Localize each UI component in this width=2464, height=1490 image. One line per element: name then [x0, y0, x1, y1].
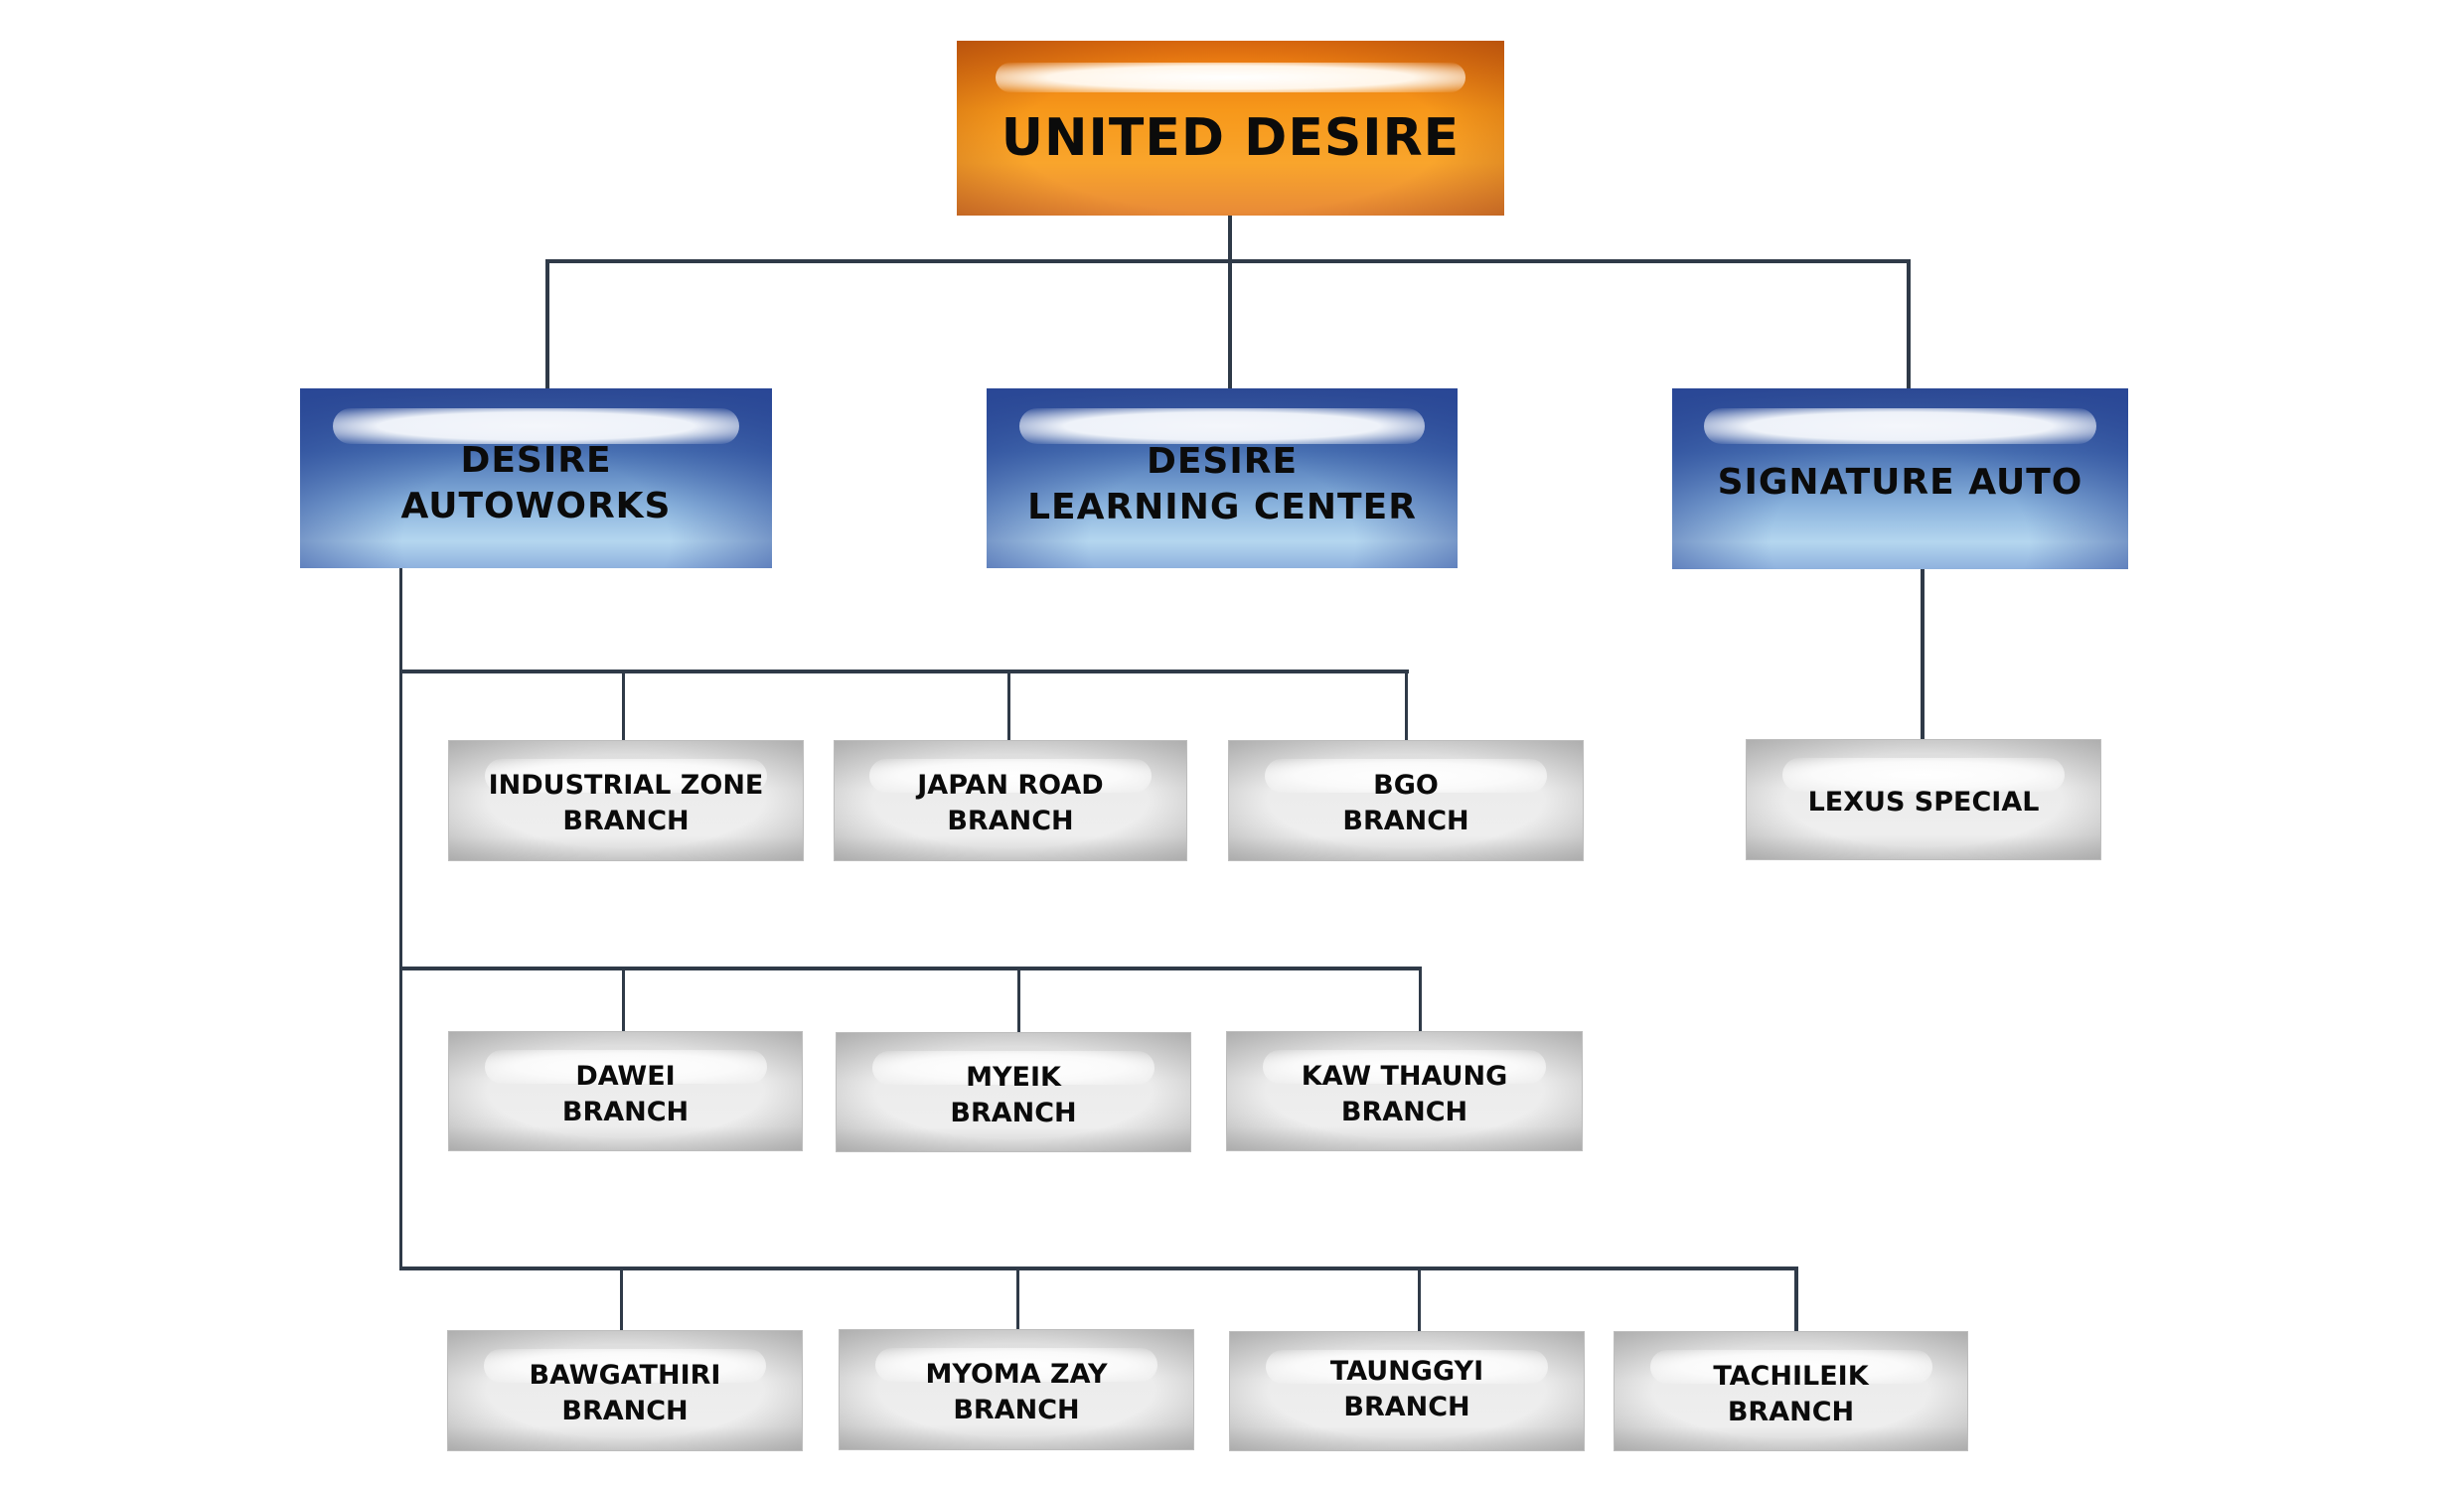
gloss-highlight — [1781, 758, 2066, 792]
node-label: JAPAN ROAD BRANCH — [917, 770, 1104, 836]
connector-row3-horizontal — [399, 1266, 1798, 1270]
connector-myoma-zay — [1016, 1266, 1019, 1329]
node-label: BGO BRANCH — [1342, 770, 1469, 836]
node-label: TAUNGGYI BRANCH — [1329, 1355, 1484, 1422]
gloss-highlight — [874, 1348, 1158, 1382]
connector-myeik — [1017, 967, 1020, 1032]
gloss-highlight — [995, 63, 1466, 92]
connector-autoworks-trunk — [399, 568, 402, 1270]
connector-lexus-special — [1921, 569, 1925, 739]
gloss-highlight — [1019, 408, 1425, 444]
connector-kaw-thaung — [1419, 967, 1422, 1031]
node-japan-road-branch[interactable]: JAPAN ROAD BRANCH — [834, 740, 1187, 861]
connector-japan-road — [1007, 670, 1010, 740]
node-label: BAWGATHIRI BRANCH — [529, 1360, 721, 1426]
node-label: DESIRE AUTOWORKS — [400, 439, 672, 526]
node-bawgathiri-branch[interactable]: BAWGATHIRI BRANCH — [447, 1330, 803, 1451]
node-label: SIGNATURE AUTO — [1717, 462, 2083, 503]
node-united-desire[interactable]: UNITED DESIRE — [957, 41, 1504, 216]
gloss-highlight — [1264, 759, 1548, 793]
node-label: MYEIK BRANCH — [950, 1061, 1077, 1128]
gloss-highlight — [869, 759, 1152, 793]
node-label: DAWEI BRANCH — [561, 1060, 690, 1127]
connector-root-down — [1228, 216, 1232, 263]
node-desire-autoworks[interactable]: DESIRE AUTOWORKS — [300, 388, 772, 568]
gloss-highlight — [1649, 1350, 1932, 1384]
node-industrial-zone-branch[interactable]: INDUSTRIAL ZONE BRANCH — [448, 740, 804, 861]
node-desire-learning-center[interactable]: DESIRE LEARNING CENTER — [987, 388, 1458, 568]
node-label: KAW THAUNG BRANCH — [1301, 1060, 1508, 1127]
node-tachileik-branch[interactable]: TACHILEIK BRANCH — [1614, 1331, 1968, 1451]
gloss-highlight — [1262, 1050, 1547, 1084]
node-label: DESIRE LEARNING CENTER — [1027, 440, 1417, 527]
connector-bgo — [1405, 670, 1408, 740]
node-bgo-branch[interactable]: BGO BRANCH — [1228, 740, 1584, 861]
node-label: MYOMA ZAY BRANCH — [925, 1359, 1108, 1425]
node-myeik-branch[interactable]: MYEIK BRANCH — [836, 1032, 1191, 1152]
node-signature-auto[interactable]: SIGNATURE AUTO — [1672, 388, 2128, 569]
node-lexus-special[interactable]: LEXUS SPECIAL — [1746, 739, 2101, 860]
gloss-highlight — [483, 1349, 767, 1383]
connector-autoworks-up — [545, 259, 549, 388]
node-label: INDUSTRIAL ZONE BRANCH — [488, 770, 764, 836]
connector-tachileik — [1794, 1266, 1798, 1331]
gloss-highlight — [484, 759, 768, 793]
gloss-highlight — [333, 408, 739, 444]
connector-learning-up — [1228, 259, 1232, 388]
connector-row1-horizontal — [399, 670, 1409, 673]
gloss-highlight — [1265, 1350, 1549, 1384]
connector-bawgathiri — [620, 1266, 623, 1330]
gloss-highlight — [484, 1050, 767, 1084]
connector-dawei — [622, 967, 625, 1031]
gloss-highlight — [1704, 408, 2096, 444]
node-label: UNITED DESIRE — [1001, 108, 1461, 168]
node-taunggyi-branch[interactable]: TAUNGGYI BRANCH — [1229, 1331, 1585, 1451]
node-label: LEXUS SPECIAL — [1807, 787, 2040, 818]
connector-industrial-zone — [622, 670, 625, 740]
connector-taunggyi — [1418, 1266, 1421, 1331]
node-kaw-thaung-branch[interactable]: KAW THAUNG BRANCH — [1226, 1031, 1583, 1151]
node-dawei-branch[interactable]: DAWEI BRANCH — [448, 1031, 803, 1151]
node-myoma-zay-branch[interactable]: MYOMA ZAY BRANCH — [839, 1329, 1194, 1450]
gloss-highlight — [871, 1051, 1155, 1085]
connector-row2-horizontal — [399, 967, 1422, 970]
connector-signature-up — [1907, 259, 1911, 388]
node-label: TACHILEIK BRANCH — [1713, 1360, 1869, 1427]
